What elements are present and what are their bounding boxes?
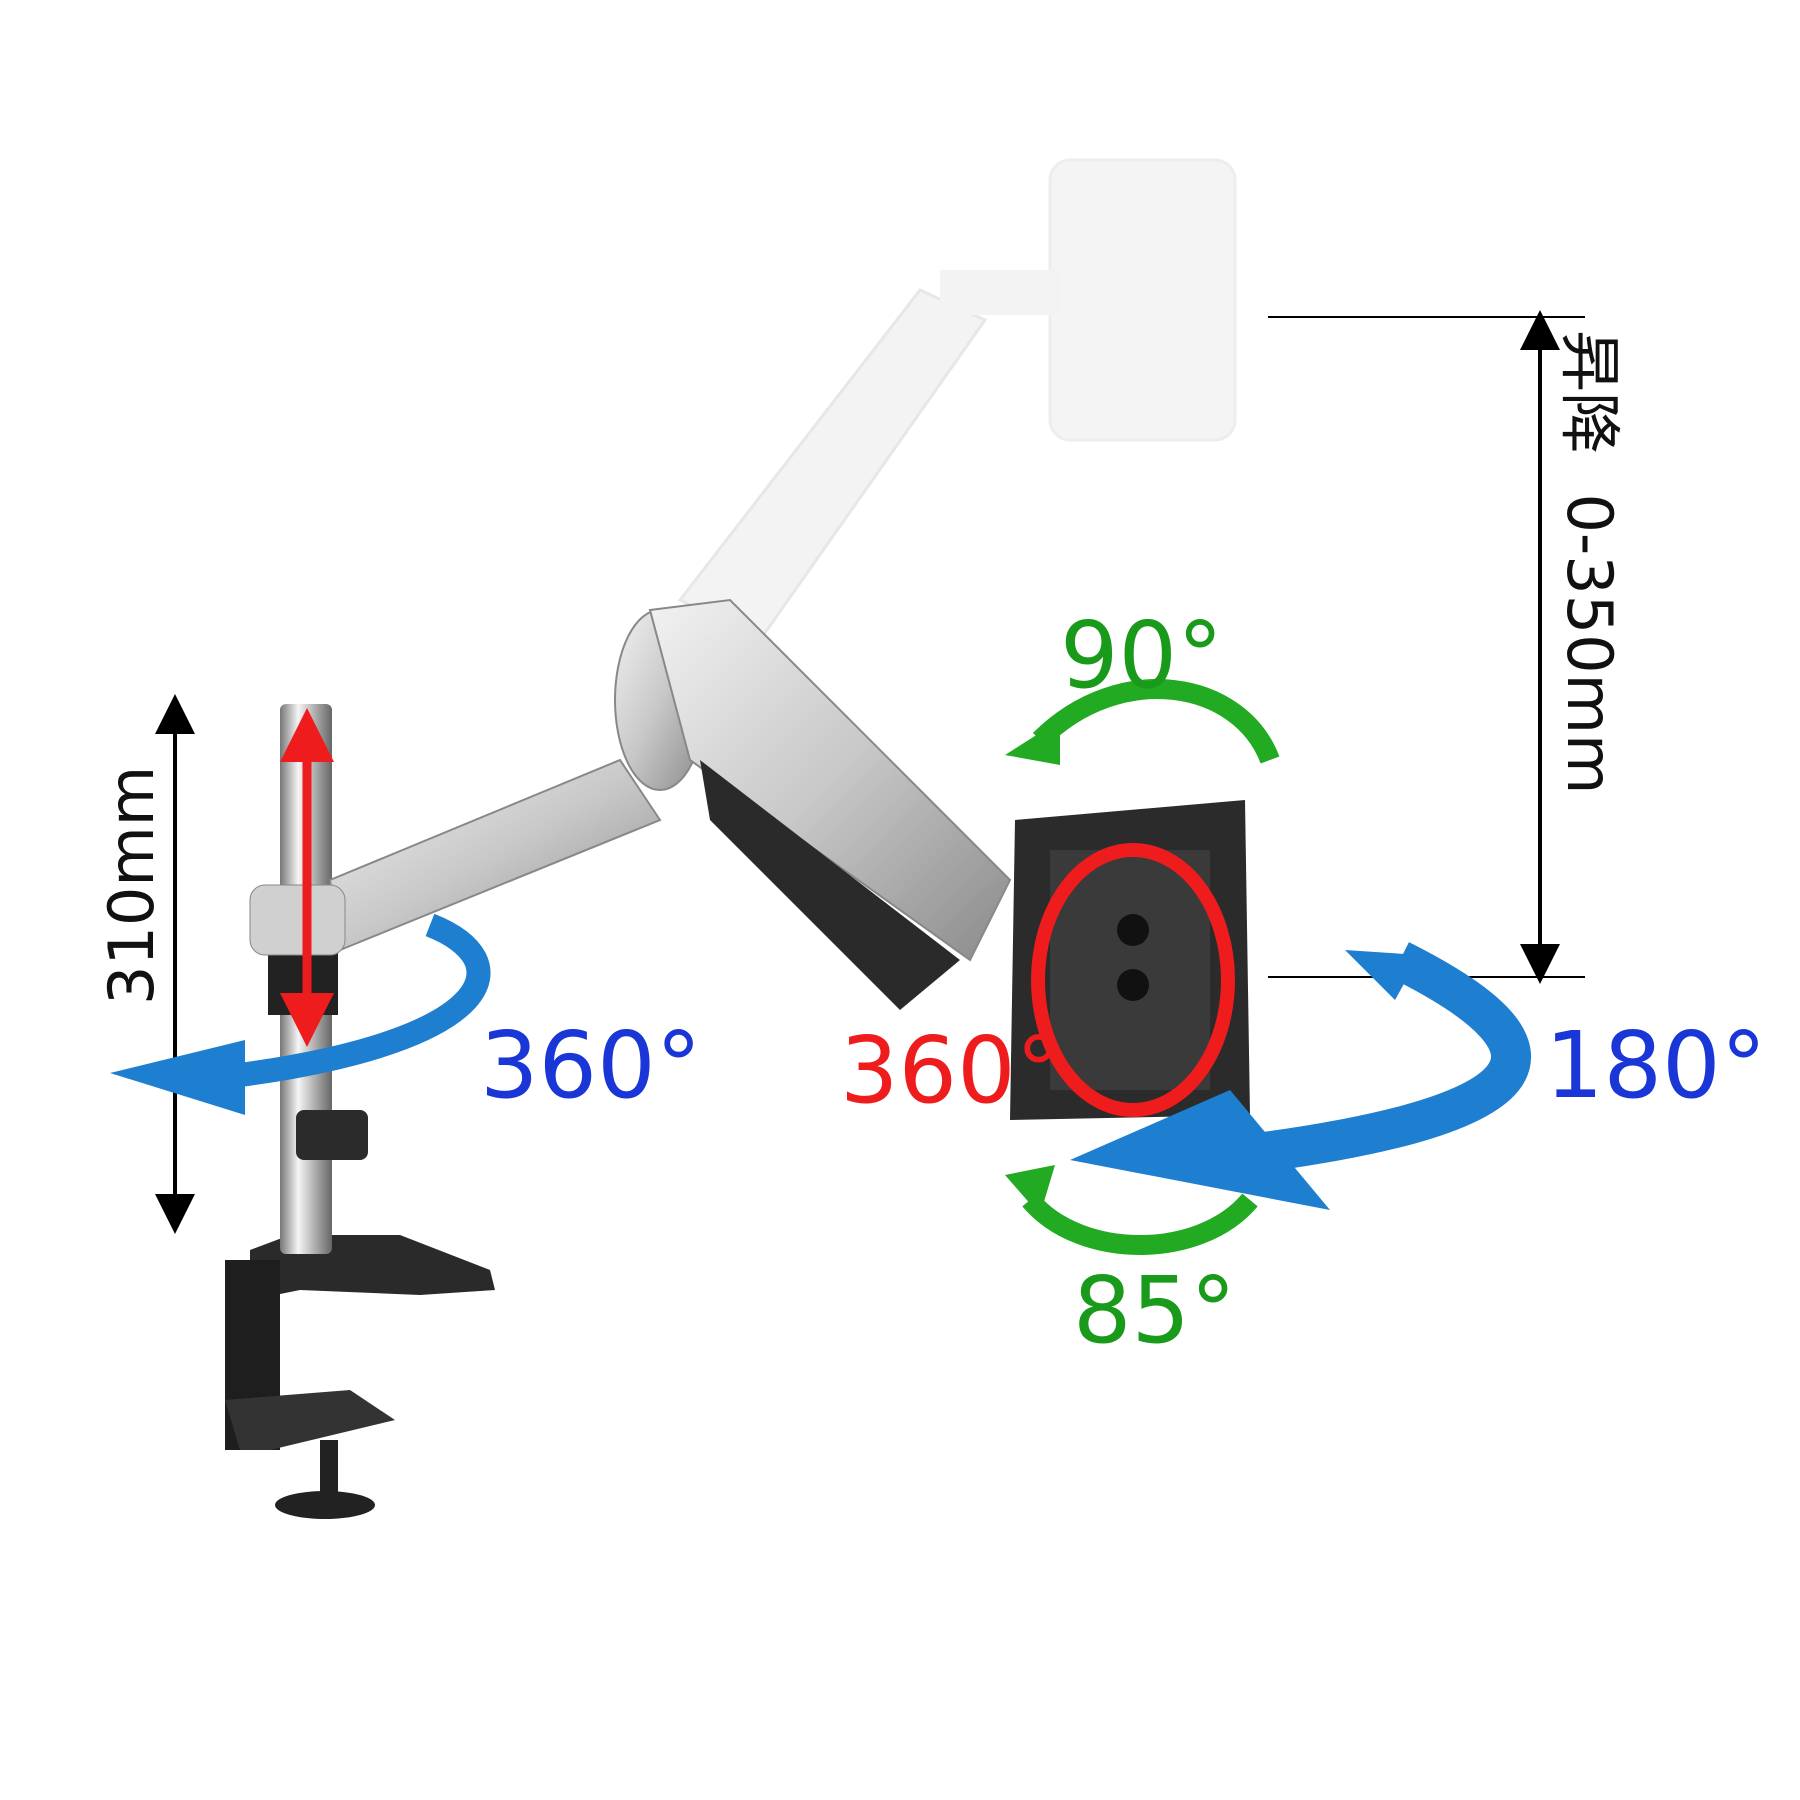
tilt-up-arrow — [1032, 679, 1280, 764]
lift-range: 0-350mm — [1553, 493, 1626, 795]
arm-swivel-label: 360° — [480, 1012, 702, 1119]
tilt-down-label: 85° — [1073, 1257, 1237, 1364]
arm-swivel-arrow — [238, 913, 491, 1087]
lift-range-text: 昇降 0-350mm — [1550, 330, 1640, 794]
lift-dimension — [1268, 310, 1585, 984]
lower-arm — [328, 758, 662, 952]
tilt-up-label: 90° — [1060, 602, 1224, 709]
desk-clamp — [225, 1235, 495, 1519]
head-swivel-label: 180° — [1545, 1012, 1767, 1119]
tilt-down-arrow — [1022, 1193, 1258, 1255]
lift-label: 昇降 — [1553, 330, 1626, 455]
head-swivel-arrow — [1197, 942, 1531, 1180]
ghost-raised-arm — [677, 158, 1237, 642]
screen-rotation-arrow — [1031, 843, 1235, 1117]
pole-height-label: 310mm — [95, 765, 168, 1005]
screen-rotation-label: 360° — [840, 1017, 1062, 1124]
forearm — [648, 598, 1012, 962]
